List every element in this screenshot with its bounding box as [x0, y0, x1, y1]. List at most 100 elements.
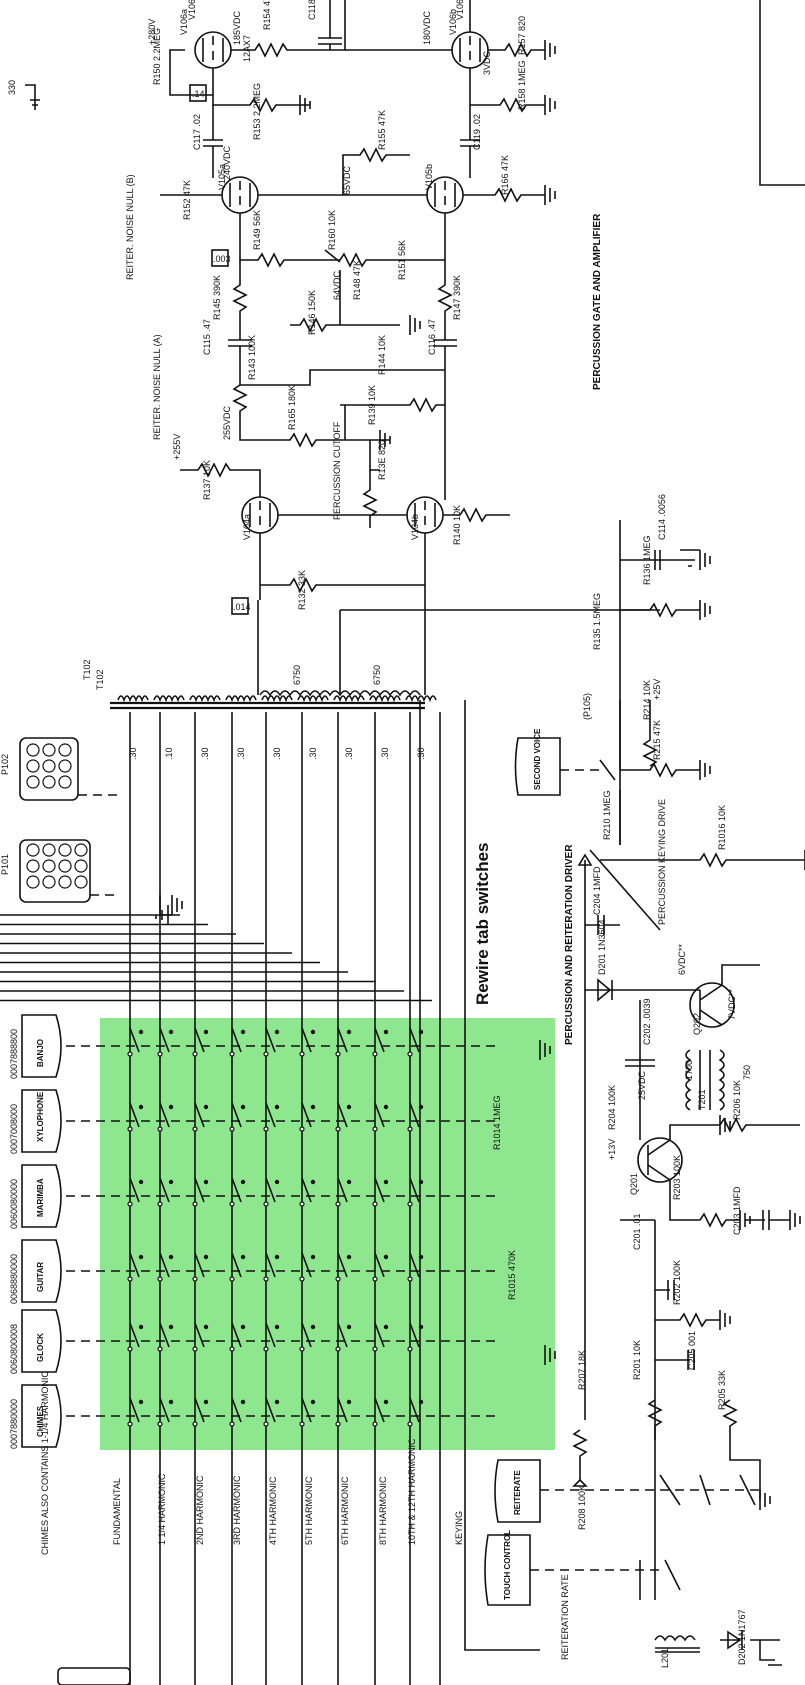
switch-pivot	[229, 1346, 235, 1352]
capacitor-label: C114 .0056	[657, 494, 667, 540]
resistor-label: R206 10K	[732, 1080, 742, 1120]
switch-pivot	[229, 1126, 235, 1132]
voltage-label: +280V	[147, 19, 157, 45]
tap-winding	[189, 695, 221, 703]
connector-bottom	[57, 1667, 131, 1685]
mark-014-text: .014	[233, 602, 251, 612]
resistor-label: R204 100K	[607, 1085, 617, 1130]
switch-pivot	[407, 1421, 413, 1427]
switch-contact	[240, 1104, 246, 1110]
resistor-label: R214 10K	[642, 680, 652, 720]
switch-blade	[337, 1322, 348, 1348]
chimes-note: CHIMES ALSO CONTAINS 1-1/4 HARMONIC	[40, 1371, 50, 1555]
switch-pivot	[192, 1346, 198, 1352]
switch-blade	[231, 1102, 242, 1128]
switch-blade	[231, 1027, 242, 1053]
tab-touch-control[interactable]: TOUCH CONTROL	[484, 1530, 531, 1606]
switch-contact	[274, 1324, 280, 1330]
switch-blade	[129, 1027, 140, 1053]
resistor-label: R158 1MEG	[517, 60, 527, 110]
voltage-label: 180VDC	[422, 10, 432, 45]
switch-blade	[409, 1102, 420, 1128]
semiconductor-label: Q201	[629, 1173, 639, 1195]
r330-label: 330	[7, 80, 17, 95]
switch-pivot	[372, 1201, 378, 1207]
resistor-label: R13E 820	[377, 440, 387, 480]
tab-reiterate[interactable]: REITERATE	[494, 1459, 541, 1523]
resistor-label: R151 56K	[397, 240, 407, 280]
resistor-label: R160 10K	[327, 210, 337, 250]
tab-shape[interactable]	[21, 1014, 62, 1078]
switch-contact	[346, 1104, 352, 1110]
ground-icon	[544, 40, 556, 60]
tab-name: GLOCK	[36, 1333, 45, 1362]
switch-pivot	[335, 1051, 341, 1057]
switch-blade	[265, 1252, 276, 1278]
tab-name: CHIMES	[36, 1405, 45, 1437]
harmonic-label: 1 1/4 HARMONIC	[157, 1473, 167, 1545]
switch-blade	[337, 1177, 348, 1203]
switch-pivot	[372, 1346, 378, 1352]
tab-shape[interactable]	[21, 1239, 62, 1303]
switch-contact	[310, 1179, 316, 1185]
voltage-label: 240VDC	[222, 145, 232, 180]
resistor-label: R147 390K	[452, 275, 462, 320]
switch-blade	[374, 1027, 385, 1053]
tab-shape[interactable]	[21, 1384, 62, 1448]
ground-icon	[699, 550, 711, 570]
tab-chimes[interactable]: CHIMES 0007880000	[9, 1384, 500, 1449]
mark-14	[189, 84, 207, 102]
switch-blade	[129, 1322, 140, 1348]
connector-pin	[26, 775, 40, 789]
switch-blade	[231, 1397, 242, 1423]
switch-pivot	[299, 1051, 305, 1057]
switch-contact	[310, 1029, 316, 1035]
tube-label: V104a	[242, 514, 252, 540]
switch-contact	[274, 1254, 280, 1260]
tube-v106a: V106a	[187, 0, 232, 69]
section-gate-amp: PERCUSSION GATE AND AMPLIFIER	[592, 213, 603, 390]
resistor-label: R149 56K	[252, 210, 262, 250]
tap-windings: .30.10.30.30.30.30.30.30.30	[117, 695, 437, 760]
tab-shape[interactable]	[21, 1164, 62, 1228]
switch-pivot	[335, 1346, 341, 1352]
rewire-annotation: Rewire tab switches	[473, 842, 492, 1005]
harmonic-label: 10TH & 12TH HARMONIC	[407, 1438, 417, 1545]
voltage-label: +255V	[172, 434, 182, 460]
p102-label: P102	[0, 754, 10, 775]
tab-shape[interactable]	[21, 1089, 62, 1153]
tab-code: 0007880000	[9, 1399, 19, 1449]
semiconductor-label: Q202	[692, 1013, 702, 1035]
resistor-label: R143 100K	[247, 335, 257, 380]
mark-014	[231, 597, 249, 615]
transistor-q201	[637, 1137, 683, 1183]
switch-contact	[346, 1179, 352, 1185]
voltage-label: 25VDC	[637, 1070, 647, 1100]
tab-shape[interactable]	[21, 1309, 62, 1373]
connector-pin	[42, 775, 56, 789]
switch-contact	[240, 1254, 246, 1260]
switch-contact	[138, 1179, 144, 1185]
switch-blade	[159, 1177, 170, 1203]
left-bus-stubs	[0, 914, 432, 1002]
tab-second-voice[interactable]: SECOND VOICE	[514, 728, 561, 796]
switch-pivot	[157, 1126, 163, 1132]
tube-label: V106a	[179, 9, 189, 35]
tap-winding	[117, 695, 149, 703]
ground-icon	[299, 95, 311, 115]
switch-pivot	[192, 1421, 198, 1427]
capacitor-label: C116 .47	[427, 319, 437, 355]
tap-ratio-label: .30	[128, 747, 138, 760]
ground-icon	[759, 1490, 771, 1510]
switch-contact	[274, 1029, 280, 1035]
resistor-label: R157 820	[517, 16, 527, 55]
switch-contact	[203, 1179, 209, 1185]
